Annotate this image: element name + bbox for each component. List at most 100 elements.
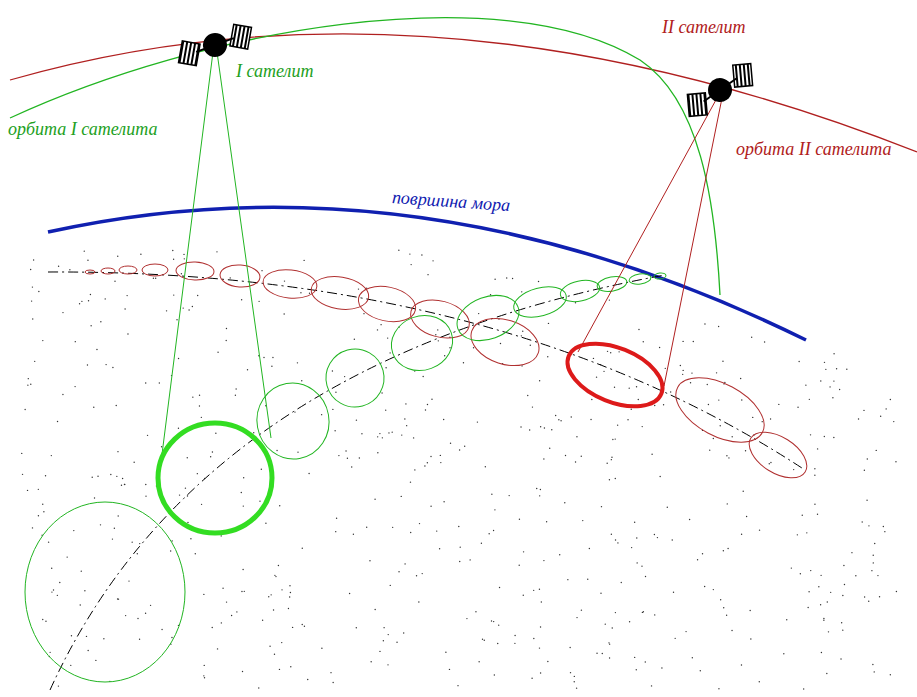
texture-dot xyxy=(84,590,85,591)
texture-dot xyxy=(335,531,336,532)
texture-dot xyxy=(691,372,692,373)
texture-dot xyxy=(749,610,750,611)
texture-dot xyxy=(810,434,811,435)
orbit-i xyxy=(10,18,720,295)
texture-dot xyxy=(379,651,380,652)
texture-dot xyxy=(824,436,825,437)
texture-dot xyxy=(809,399,810,400)
texture-dot xyxy=(84,250,85,251)
texture-dot xyxy=(290,592,291,593)
texture-dot xyxy=(42,340,43,341)
texture-dot xyxy=(438,340,439,341)
texture-dot xyxy=(548,323,549,324)
texture-dot xyxy=(830,592,831,593)
texture-dot xyxy=(638,399,639,400)
texture-dot xyxy=(539,647,540,648)
texture-dot xyxy=(499,587,500,588)
texture-dot xyxy=(203,594,204,595)
footprint-ellipse xyxy=(465,310,545,373)
texture-dot xyxy=(581,609,582,610)
texture-dot xyxy=(571,416,572,417)
texture-dot xyxy=(611,534,612,535)
texture-dot xyxy=(576,436,577,437)
texture-dot xyxy=(57,595,58,596)
texture-dot xyxy=(589,548,590,549)
texture-dot xyxy=(693,341,694,342)
ocean-texture xyxy=(21,250,897,690)
texture-dot xyxy=(464,446,465,447)
texture-dot xyxy=(484,640,485,641)
texture-dot xyxy=(398,571,399,572)
texture-dot xyxy=(416,575,417,576)
texture-dot xyxy=(612,627,613,628)
texture-dot xyxy=(636,537,637,538)
texture-dot xyxy=(88,300,89,301)
texture-dot xyxy=(540,489,541,490)
texture-dot xyxy=(105,364,106,365)
texture-dot xyxy=(377,436,378,437)
texture-dot xyxy=(627,419,628,420)
texture-dot xyxy=(716,372,717,373)
texture-dot xyxy=(279,505,280,506)
texture-dot xyxy=(469,559,470,560)
texture-dot xyxy=(463,362,464,363)
texture-dot xyxy=(459,449,460,450)
footprint-ellipse xyxy=(741,423,814,487)
texture-dot xyxy=(443,501,444,502)
texture-dot xyxy=(34,361,35,362)
texture-dot xyxy=(145,382,146,383)
texture-dot xyxy=(877,575,878,576)
texture-dot xyxy=(270,594,271,595)
texture-dot xyxy=(532,406,533,407)
texture-dot xyxy=(274,575,275,576)
texture-dot xyxy=(185,487,186,488)
texture-dot xyxy=(42,619,43,620)
texture-dot xyxy=(122,478,123,479)
texture-dot xyxy=(547,356,548,357)
texture-dot xyxy=(161,446,162,447)
texture-dot xyxy=(731,630,732,631)
texture-dot xyxy=(392,527,393,528)
texture-dot xyxy=(643,611,644,612)
texture-dot xyxy=(388,432,389,433)
texture-dot xyxy=(31,300,32,301)
texture-dot xyxy=(427,404,428,405)
texture-dot xyxy=(414,469,415,470)
texture-dot xyxy=(353,534,354,535)
texture-dot xyxy=(618,351,619,352)
texture-dot xyxy=(885,408,886,409)
texture-dot xyxy=(654,614,655,615)
texture-dot xyxy=(430,506,431,507)
texture-dot xyxy=(727,503,728,504)
footprint-ellipse xyxy=(262,267,319,300)
texture-dot xyxy=(114,281,115,282)
texture-dot xyxy=(621,582,622,583)
texture-dot xyxy=(884,531,885,532)
texture-dot xyxy=(814,504,815,505)
texture-dot xyxy=(602,653,603,654)
texture-dot xyxy=(493,530,494,531)
texture-dot xyxy=(827,601,828,602)
texture-dot xyxy=(521,291,522,292)
texture-dot xyxy=(133,461,134,462)
satellite-ii xyxy=(678,55,761,126)
texture-dot xyxy=(45,621,46,622)
texture-dot xyxy=(682,370,683,371)
texture-dot xyxy=(51,568,52,569)
texture-dot xyxy=(147,435,148,436)
texture-dot xyxy=(235,388,236,389)
texture-dot xyxy=(281,589,282,590)
footprint-ellipse xyxy=(319,342,390,413)
orbit-label: орбита I сателита xyxy=(8,120,157,140)
texture-dot xyxy=(304,626,305,627)
texture-dot xyxy=(709,449,710,450)
texture-dot xyxy=(543,560,544,561)
texture-dot xyxy=(262,620,263,621)
texture-dot xyxy=(385,367,386,368)
texture-dot xyxy=(574,681,575,682)
texture-dot xyxy=(279,669,280,670)
texture-dot xyxy=(663,404,664,405)
texture-dot xyxy=(498,624,499,625)
footprint-ellipse xyxy=(628,273,651,286)
